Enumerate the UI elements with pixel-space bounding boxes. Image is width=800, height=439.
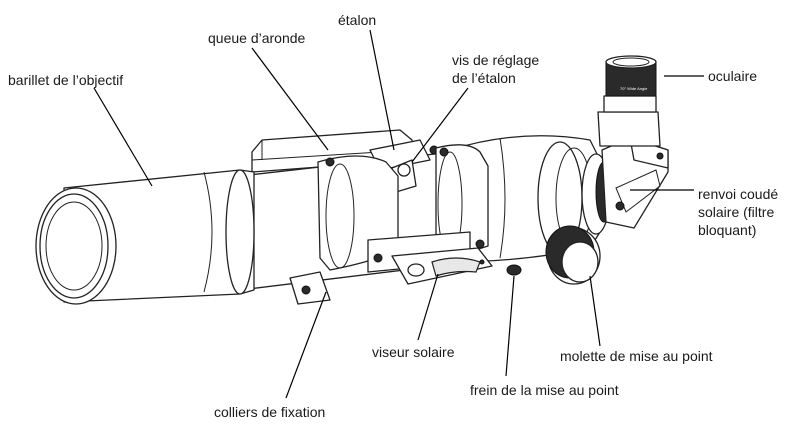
label-etalon: étalon bbox=[338, 12, 377, 28]
leader-tube-rings bbox=[285, 291, 327, 399]
leader-solar-finder bbox=[417, 273, 439, 341]
label-dovetail: queue d’aronde bbox=[208, 30, 306, 46]
leader-focus-lock bbox=[505, 275, 515, 377]
leader-etalon bbox=[369, 29, 395, 151]
focus-lock bbox=[506, 264, 522, 276]
label-diagonal-3: bloquant) bbox=[698, 222, 757, 238]
label-objective-cell: barillet de l’objectif bbox=[8, 72, 124, 88]
label-solar-finder: viseur solaire bbox=[372, 344, 455, 360]
eyepiece-print: 70° Wide Angle bbox=[620, 86, 648, 91]
label-focus-knob: molette de mise au point bbox=[560, 348, 713, 364]
leader-objective-cell bbox=[93, 87, 153, 187]
eyepiece: 70° Wide Angle bbox=[597, 55, 661, 147]
label-tube-rings: colliers de fixation bbox=[214, 404, 326, 420]
leader-lines bbox=[93, 29, 704, 399]
label-eyepiece: oculaire bbox=[708, 68, 758, 84]
tube-rings bbox=[317, 144, 489, 271]
leader-etalon-screw bbox=[411, 87, 469, 163]
label-diagonal-2: solaire (filtre bbox=[698, 204, 775, 220]
leader-focus-knob bbox=[589, 275, 601, 347]
leader-dovetail bbox=[251, 47, 329, 151]
solar-finder bbox=[391, 247, 493, 285]
label-focus-lock: frein de la mise au point bbox=[470, 382, 619, 398]
label-etalon-screw-2: de l’étalon bbox=[452, 70, 516, 86]
solar-diagonal bbox=[601, 137, 669, 229]
label-diagonal-1: renvoi coudé bbox=[698, 186, 779, 202]
label-etalon-screw-1: vis de réglage bbox=[452, 52, 540, 68]
focus-knob bbox=[545, 225, 601, 285]
objective-cell bbox=[35, 169, 255, 305]
